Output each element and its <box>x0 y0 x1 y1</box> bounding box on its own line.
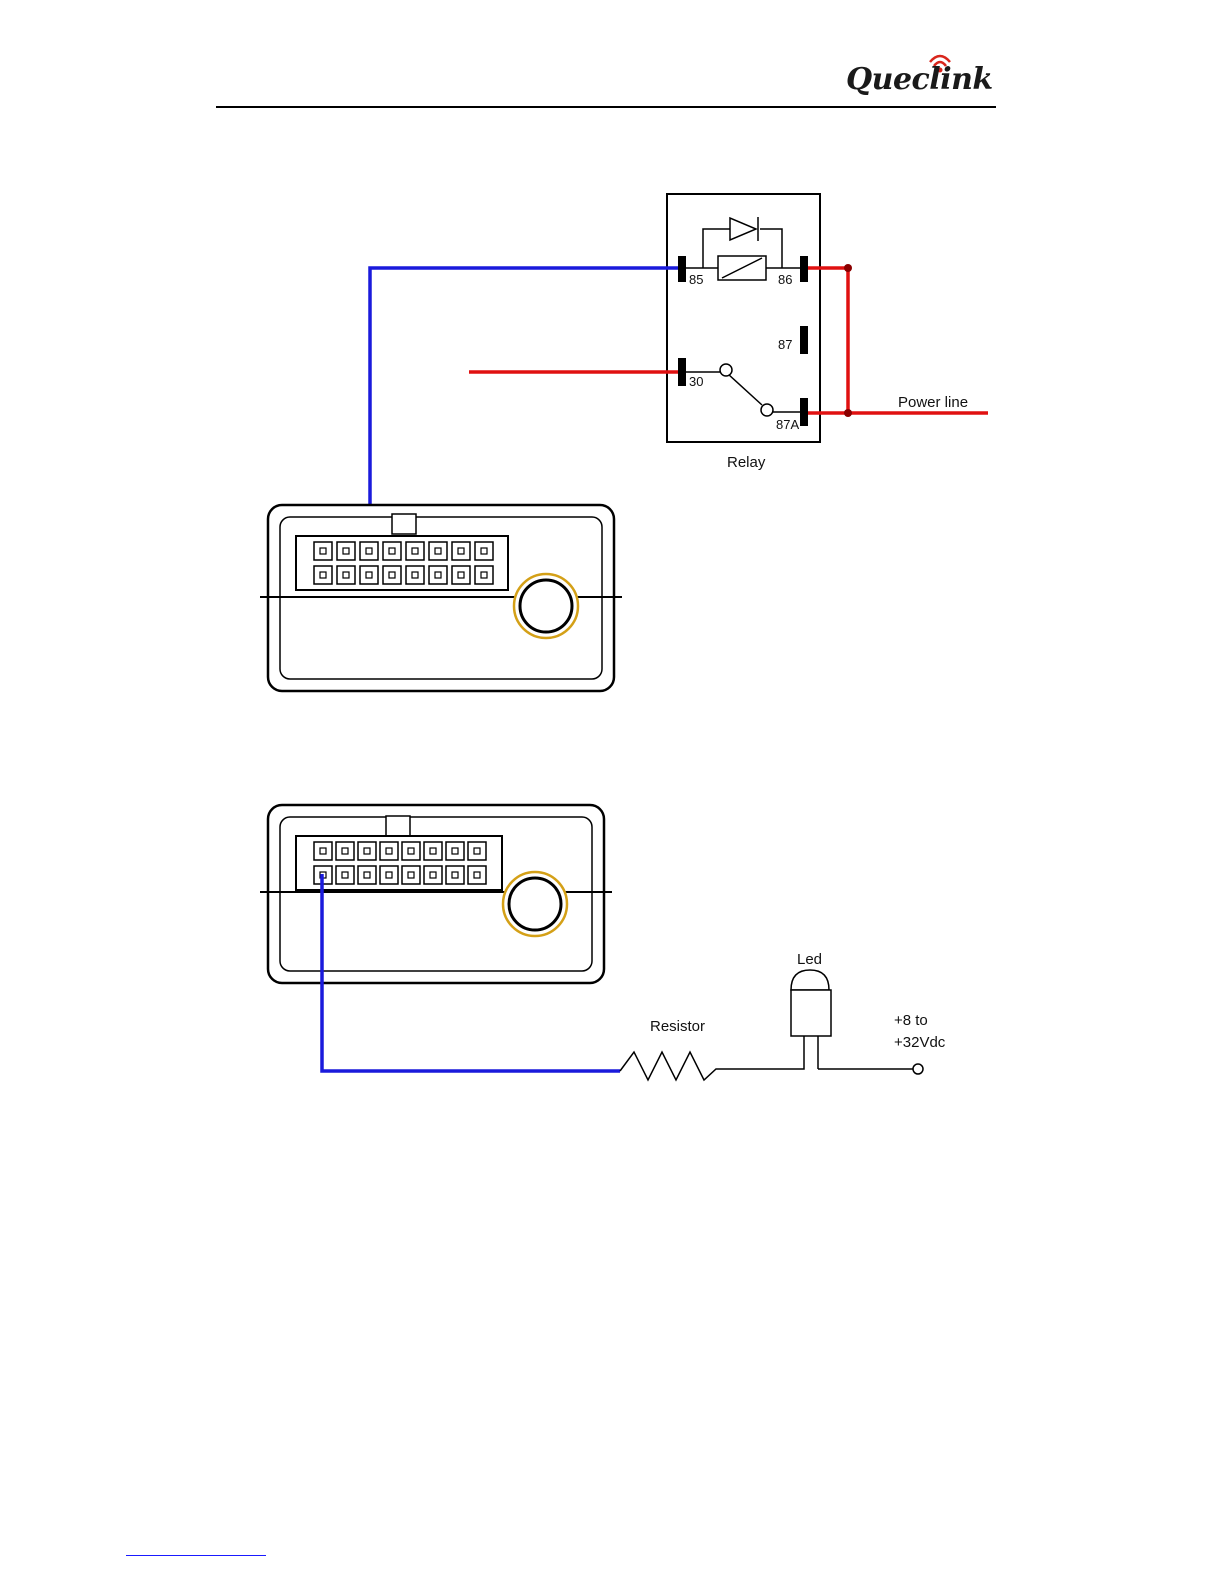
connector-pin-hole <box>430 848 436 854</box>
connector-pin-hole <box>342 848 348 854</box>
pin-30-terminal <box>678 358 686 386</box>
connector-pin-hole <box>386 872 392 878</box>
brand-name: Queclink <box>846 62 993 97</box>
resistor-icon <box>620 1036 804 1080</box>
pin-87-terminal <box>800 326 808 354</box>
led-wiring-diagram: Resistor Led +8 to +32Vdc <box>0 790 1224 1110</box>
connector-pin-hole <box>435 572 441 578</box>
connector-pin-hole <box>364 872 370 878</box>
connector-pin-hole <box>343 548 349 554</box>
sos-button[interactable] <box>509 878 561 930</box>
connector-pin-hole <box>408 848 414 854</box>
pin-85-label: 85 <box>689 272 703 287</box>
footer-link-underline[interactable] <box>126 1555 266 1556</box>
connector-pin-hole <box>366 572 372 578</box>
pin-86-label: 86 <box>778 272 792 287</box>
connector-pin-hole <box>366 548 372 554</box>
junction-dot <box>844 264 852 272</box>
header-divider <box>216 106 996 108</box>
supply-label-line1: +8 to <box>894 1012 928 1029</box>
pin-87-label: 87 <box>778 337 792 352</box>
connector-pin-hole <box>386 848 392 854</box>
connector-pin-hole <box>481 548 487 554</box>
connector-pin-hole <box>435 548 441 554</box>
led-label: Led <box>797 951 822 968</box>
connector-pin-hole <box>364 848 370 854</box>
pin-87a-label: 87A <box>776 417 799 432</box>
connector-pin-hole <box>452 872 458 878</box>
connector-pin-hole <box>408 872 414 878</box>
connector-pin-hole <box>458 548 464 554</box>
connector-pin-hole <box>389 548 395 554</box>
connector-pin-hole <box>481 572 487 578</box>
connector-pin-hole <box>389 572 395 578</box>
relay-label: Relay <box>727 454 766 471</box>
queclink-logo: Queclink <box>846 50 986 104</box>
connector-pin-hole <box>343 572 349 578</box>
pin-87a-terminal <box>800 398 808 426</box>
connector-pin-hole <box>320 572 326 578</box>
connector-pin-hole <box>474 848 480 854</box>
junction-dot <box>844 409 852 417</box>
pin-30-label: 30 <box>689 374 703 389</box>
tracker-device <box>260 505 622 691</box>
resistor-label: Resistor <box>650 1018 705 1035</box>
connector-pin-hole <box>458 572 464 578</box>
connector-pin-hole <box>474 872 480 878</box>
connector-pin-hole <box>342 872 348 878</box>
connector-pin-hole <box>452 848 458 854</box>
connector-pin-hole <box>412 548 418 554</box>
pin-86-terminal <box>800 256 808 282</box>
power-line-label: Power line <box>898 394 968 411</box>
sos-button[interactable] <box>520 580 572 632</box>
connector-pin-hole <box>320 548 326 554</box>
supply-label-line2: +32Vdc <box>894 1034 946 1051</box>
connector-pin-hole <box>320 848 326 854</box>
tracker-device <box>260 805 612 983</box>
connector-pin-hole <box>412 572 418 578</box>
pin-85-terminal <box>678 256 686 282</box>
connector-pin-hole <box>430 872 436 878</box>
